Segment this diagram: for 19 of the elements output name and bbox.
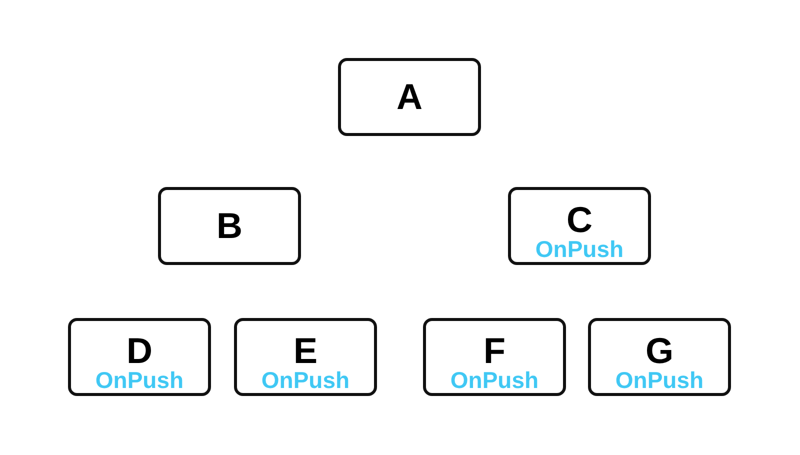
component-box [158,187,301,265]
component-box [68,318,211,396]
component-label: G [645,333,674,369]
component-label: A [396,79,422,115]
strategy-label: OnPush [450,369,539,391]
component-label: B [216,208,242,244]
component-box [508,187,651,265]
component-box [423,318,566,396]
component-box [588,318,731,396]
strategy-label: OnPush [615,369,704,391]
component-box [338,58,481,136]
component-box [234,318,377,396]
strategy-label: OnPush [261,369,350,391]
component-label: D [126,333,152,369]
component-label: C [566,202,592,238]
strategy-label: OnPush [95,369,184,391]
component-label: E [293,333,318,369]
strategy-label: OnPush [535,238,624,260]
component-label: F [484,333,506,369]
